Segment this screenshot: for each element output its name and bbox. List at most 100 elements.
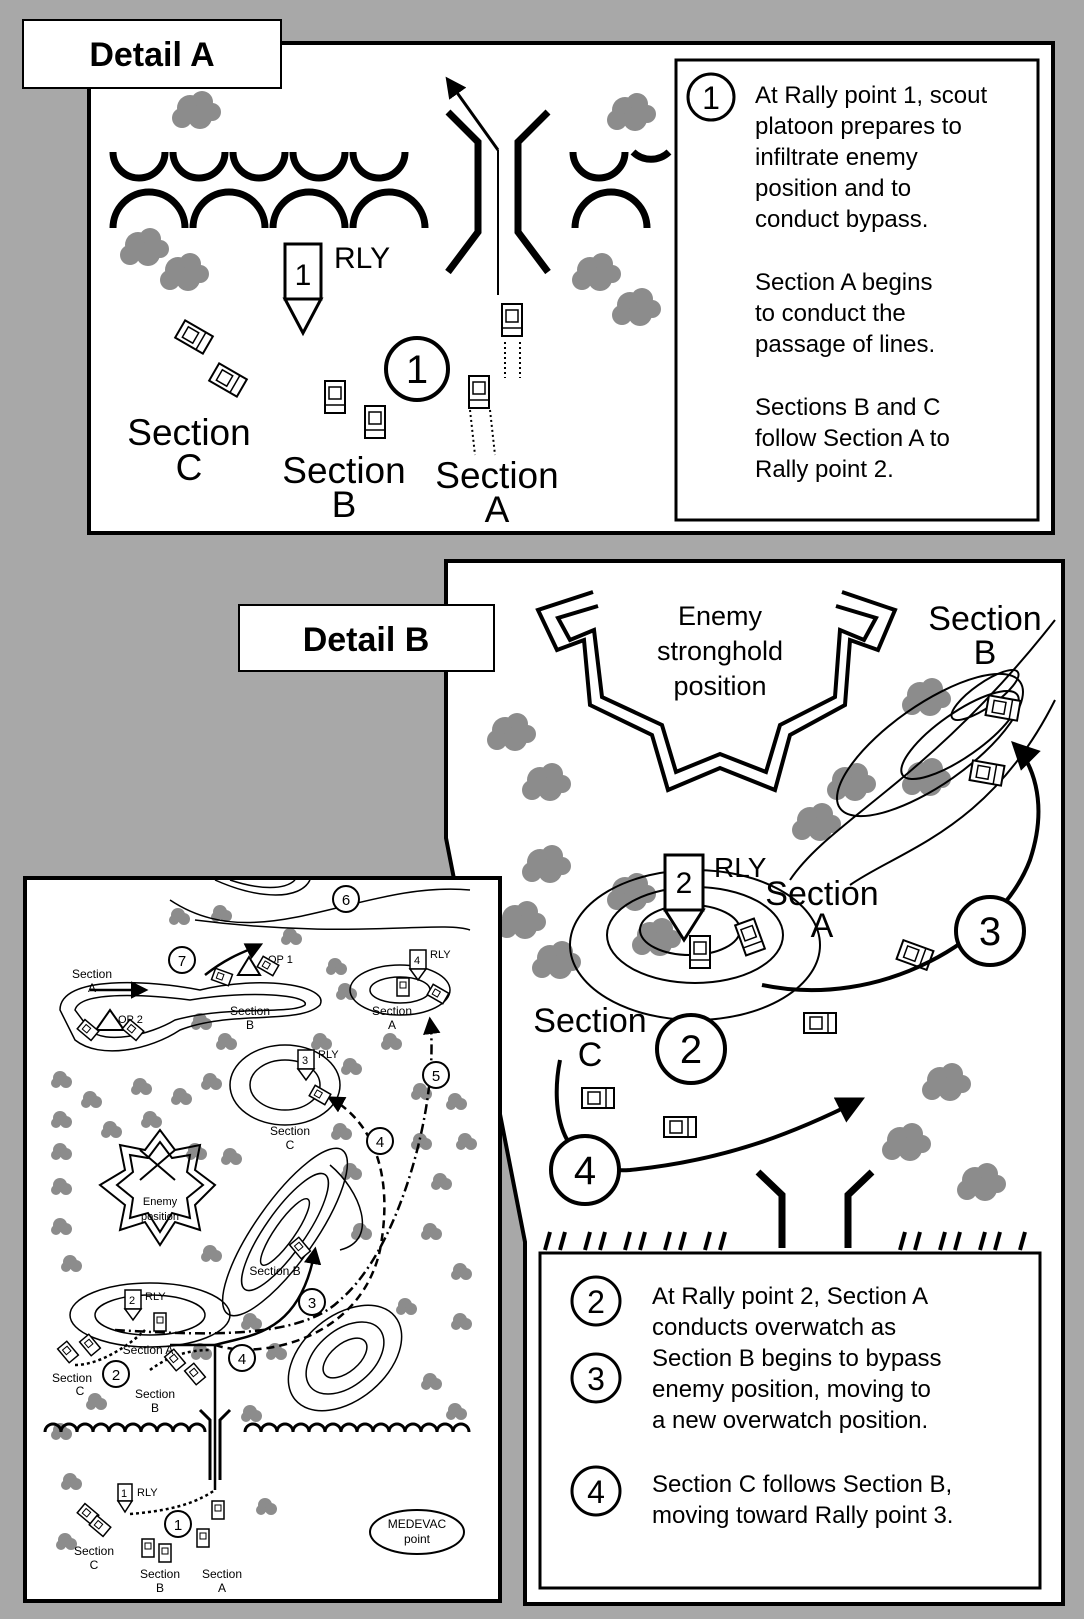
section-b-letter: B — [246, 1018, 254, 1032]
section-a-label: Section — [72, 967, 112, 981]
detail-b-panel: Enemy stronghold position — [238, 559, 1065, 1606]
medevac-point: MEDEVAC point — [369, 1509, 465, 1555]
step-number: 5 — [432, 1068, 440, 1085]
rly-label: RLY — [145, 1291, 166, 1303]
enemy-position — [98, 1128, 217, 1247]
section-a-label: Section — [435, 455, 558, 496]
rly-label: RLY — [430, 949, 451, 961]
rly-label: RLY — [334, 242, 390, 275]
section-b-label: Section — [230, 1004, 270, 1018]
section-b-letter: B — [156, 1581, 164, 1595]
section-c-label: Section — [270, 1124, 310, 1138]
legend-line: platoon prepares to — [755, 113, 962, 140]
rly-label: RLY — [714, 852, 767, 883]
rally-point-marker: 1 RLY — [282, 242, 390, 337]
legend-line: conduct bypass. — [755, 206, 928, 233]
rally-point-marker: 2 RLY — [662, 852, 767, 943]
legend-line: Section C follows Section B, — [652, 1471, 952, 1498]
legend-line: enemy position, moving to — [652, 1376, 931, 1403]
rly-label: RLY — [137, 1487, 158, 1499]
legend-line: Sections B and C — [755, 394, 940, 421]
obstacle-belt — [109, 109, 672, 275]
detail-a-legend: 1 At Rally point 1, scout platoon prepar… — [674, 58, 1040, 522]
legend-line: follow Section A to — [755, 425, 950, 452]
legend-line: passage of lines. — [755, 331, 935, 358]
section-c-letter: C — [286, 1138, 295, 1152]
enemy-label: position — [673, 671, 766, 701]
legend-step-number: 1 — [702, 80, 720, 116]
detail-b-title: Detail B — [303, 621, 430, 659]
obstacle-wire — [543, 1231, 1027, 1251]
legend-line: At Rally point 2, Section A — [652, 1283, 928, 1310]
section-c-letter: C — [578, 1036, 603, 1074]
section-c-letter: C — [90, 1558, 99, 1572]
step-circle — [102, 885, 450, 1538]
legend-step-number: 2 — [587, 1284, 605, 1320]
legend-line: Section B begins to bypass — [652, 1345, 942, 1372]
detail-b-legend: 2 3 4 At Rally point 2, Section A conduc… — [538, 1251, 1042, 1590]
detail-a-title: Detail A — [89, 36, 214, 74]
section-b-label: Section — [135, 1387, 175, 1401]
legend-line: At Rally point 1, scout — [755, 82, 987, 109]
section-a-letter: A — [88, 981, 96, 995]
overview-frame — [23, 876, 502, 1603]
step-number: 3 — [308, 1295, 316, 1312]
step-number: 6 — [342, 892, 350, 909]
step-number: 4 — [376, 1134, 384, 1151]
enemy-label: Enemy — [143, 1196, 178, 1208]
overview-panel: Enemy position — [23, 876, 502, 1603]
legend-line: moving toward Rally point 3. — [652, 1502, 953, 1529]
section-b-label: Section — [282, 450, 405, 491]
route-arrow-4 — [554, 1059, 866, 1173]
enemy-label: position — [141, 1211, 179, 1223]
legend-line: position and to — [755, 175, 911, 202]
section-a-letter: A — [811, 907, 834, 945]
enemy-label: Enemy — [678, 601, 763, 631]
detail-b-title-box — [238, 604, 495, 672]
rally-number: 3 — [302, 1055, 308, 1067]
detail-a-panel: 1 RLY 1 Section C Section B Section A — [22, 19, 1055, 535]
legend-line: Section A begins — [755, 269, 932, 296]
direction-arrow — [445, 76, 500, 151]
legend-line: infiltrate enemy — [755, 144, 918, 171]
legend-step-circle — [686, 72, 736, 122]
rally-number: 1 — [295, 259, 312, 292]
section-c-label: Section — [52, 1371, 92, 1385]
step-number: 4 — [574, 1149, 596, 1193]
rally-number: 1 — [121, 1488, 127, 1500]
detail-a-title-box — [22, 19, 282, 89]
section-a-letter: A — [388, 1018, 396, 1032]
legend-line: conducts overwatch as — [652, 1314, 896, 1341]
section-a-label: Section — [202, 1567, 242, 1581]
enemy-label: stronghold — [657, 636, 783, 666]
rly-label: RLY — [318, 1049, 339, 1061]
section-a-label: Section — [765, 875, 878, 913]
section-b-letter: B — [151, 1401, 159, 1415]
step-number: 1 — [406, 348, 428, 392]
legend-line: to conduct the — [755, 300, 906, 327]
section-c-letter: C — [176, 447, 203, 488]
medevac-label: MEDEVAC — [388, 1517, 447, 1531]
section-a-label: Section A — [123, 1343, 174, 1357]
legend-step-number: 3 — [587, 1361, 605, 1397]
step-number: 3 — [979, 910, 1001, 954]
section-b-letter: B — [974, 634, 997, 672]
section-a-label: Section — [372, 1004, 412, 1018]
obstacle-belt — [755, 1169, 875, 1248]
rally-number: 2 — [676, 867, 693, 900]
route-lines — [74, 943, 441, 1516]
section-a-letter: A — [218, 1581, 226, 1595]
rally-point-marker — [116, 949, 428, 1514]
legend-line: a new overwatch position. — [652, 1407, 928, 1434]
step-number: 2 — [680, 1028, 702, 1072]
step-number: 1 — [174, 1517, 182, 1534]
rally-number: 2 — [129, 1295, 135, 1307]
section-c-label: Section — [74, 1544, 114, 1558]
rally-number: 4 — [414, 955, 420, 967]
section-c-label: Section — [533, 1002, 646, 1040]
vehicle-tracks — [469, 342, 521, 456]
section-c-letter: C — [76, 1384, 85, 1398]
medevac-label: point — [404, 1532, 431, 1546]
legend-step-number: 4 — [587, 1474, 605, 1510]
